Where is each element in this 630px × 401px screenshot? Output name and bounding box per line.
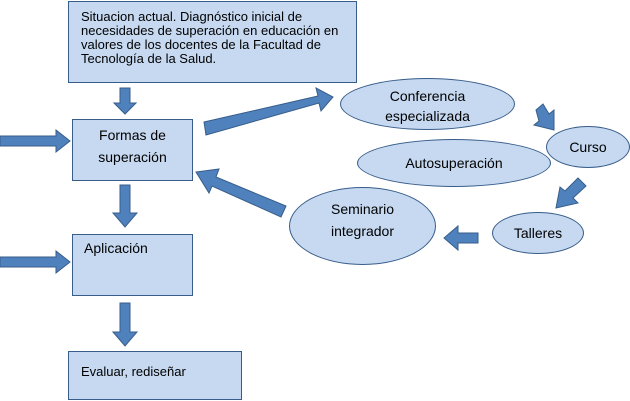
arrow-input-to-aplicacion xyxy=(0,249,71,275)
box-aplicacion: Aplicación xyxy=(72,234,193,296)
ellipse-autosuperacion: Autosuperación xyxy=(357,139,551,187)
arrow-curso-to-talleres xyxy=(555,177,587,209)
arrow-seminario-to-formas xyxy=(195,168,287,218)
ellipse-curso: Curso xyxy=(546,126,630,168)
arrow-situacion-to-formas xyxy=(112,87,138,115)
ellipse-seminario-integrador-text: Seminario integrador xyxy=(330,201,395,239)
box-situacion-actual-text: Situacion actual. Diagnóstico inicial de… xyxy=(81,9,339,66)
box-aplicacion-text: Aplicación xyxy=(84,240,148,256)
box-evaluar-redisenar-text: Evaluar, rediseñar xyxy=(81,364,186,379)
arrow-talleres-to-seminario xyxy=(443,224,479,252)
ellipse-curso-text: Curso xyxy=(569,139,607,155)
ellipse-talleres-text: Talleres xyxy=(513,225,563,241)
box-situacion-actual: Situacion actual. Diagnóstico inicial de… xyxy=(68,1,357,83)
arrow-formas-to-conferencia xyxy=(203,87,334,136)
ellipse-conferencia-especializada: Conferencia especializada xyxy=(340,78,515,130)
arrow-conferencia-to-curso xyxy=(532,103,555,131)
box-formas-de-superacion-text: Formas de superación xyxy=(98,127,167,165)
ellipse-conferencia-especializada-text: Conferencia especializada xyxy=(385,88,470,124)
box-formas-de-superacion: Formas de superación xyxy=(72,119,193,181)
ellipse-autosuperacion-text: Autosuperación xyxy=(405,155,503,171)
arrow-aplicacion-to-evaluar xyxy=(111,302,139,347)
arrow-formas-to-aplicacion xyxy=(111,184,139,228)
arrow-input-to-formas xyxy=(0,128,71,154)
ellipse-talleres: Talleres xyxy=(492,212,584,254)
box-evaluar-redisenar: Evaluar, rediseñar xyxy=(68,351,242,400)
ellipse-seminario-integrador: Seminario integrador xyxy=(289,187,436,265)
